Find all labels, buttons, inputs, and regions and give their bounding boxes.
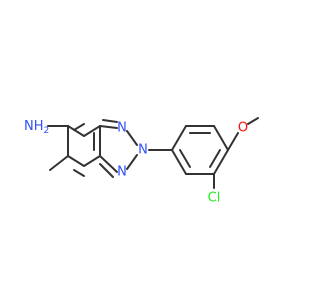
amine-label: NH2 [24,119,49,137]
bond-c4prime-o [227,132,239,151]
bond-inner-c4prime-c5prime [209,149,221,168]
triazole-n2-label: N [138,143,148,158]
bond-n2-n3 [126,154,138,170]
bond-o-methyl [247,117,259,125]
bond-c4prime-c5prime [213,149,229,175]
amine-label-subscript: 2 [44,126,50,136]
bond-inner-c7-c6 [73,169,85,177]
triazole-n1-label: N [117,121,127,136]
bond-c3prime-c4prime [213,125,229,151]
amine-label-main: NH [24,119,44,134]
triazole-n3-label: N [117,165,127,180]
bond-inner-c5-c4 [73,123,85,131]
bond-c7-c6 [67,155,85,167]
bond-c1prime-c2prime [171,125,187,151]
bond-c3a-n1-double [102,119,118,123]
bond-c6prime-c1prime [171,149,187,175]
bond-n1-n2 [126,130,138,146]
molecule-diagram: NH2 N N N O Cl [24,117,259,206]
bond-inner-c6prime-c1prime [179,149,191,168]
bond-c3a-n1 [99,125,118,129]
bond-n3-c7a [99,155,118,173]
bond-c6-methyl [49,155,69,171]
bond-c5-c4 [67,125,85,137]
bond-n3-c7a-double [99,163,114,178]
methoxy-oxygen-label: O [238,121,248,136]
chlorine-label: Cl [208,191,221,206]
bond-c4-c3a [83,125,101,137]
bond-c7a-c7 [83,155,101,167]
